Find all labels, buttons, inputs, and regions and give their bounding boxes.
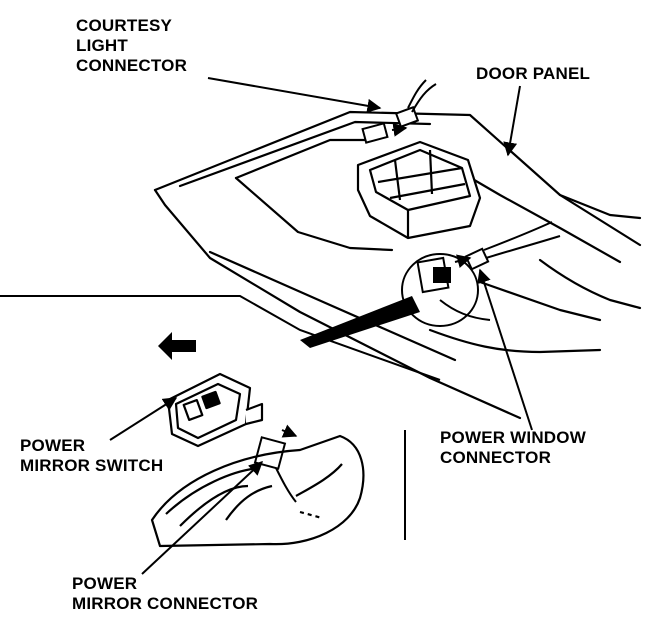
courtesy-light-connector [361,79,437,144]
label-line: COURTESY [76,16,173,35]
label-line: POWER [20,436,86,455]
door-panel-label: DOOR PANEL [476,64,590,84]
mirror-connector-leader [141,461,264,575]
courtesy-light-connector-label: COURTESY LIGHT CONNECTOR [76,16,187,76]
switch-leader [109,397,178,441]
cutaway-line [0,295,441,540]
label-line: CONNECTOR [76,56,188,75]
power-mirror-switch [166,372,264,448]
label-line: DOOR PANEL [476,64,591,83]
power-mirror-switch-label: POWER MIRROR SWITCH [20,436,163,476]
door-panel-leader [503,85,521,157]
removal-direction-arrow [158,332,196,360]
power-window-connector-label: POWER WINDOW CONNECTOR [440,428,586,468]
label-line: MIRROR CONNECTOR [72,594,259,613]
label-line: POWER WINDOW [440,428,586,447]
mirror-engage-arrow [281,424,298,438]
courtesy-engage-arrow [391,122,408,137]
label-line: POWER [72,574,138,593]
leader-lines [109,77,533,575]
power-mirror-connector [253,436,297,503]
label-line: CONNECTOR [440,448,552,467]
projection-wedge [300,296,420,348]
label-line: LIGHT [76,36,128,55]
power-window-connector-detail [401,221,561,327]
window-leader [477,268,533,431]
window-engage-arrow [454,254,472,269]
power-mirror-connector-label: POWER MIRROR CONNECTOR [72,574,258,614]
label-line: MIRROR SWITCH [20,456,164,475]
door-pocket [356,140,482,240]
courtesy-leader [207,77,382,113]
